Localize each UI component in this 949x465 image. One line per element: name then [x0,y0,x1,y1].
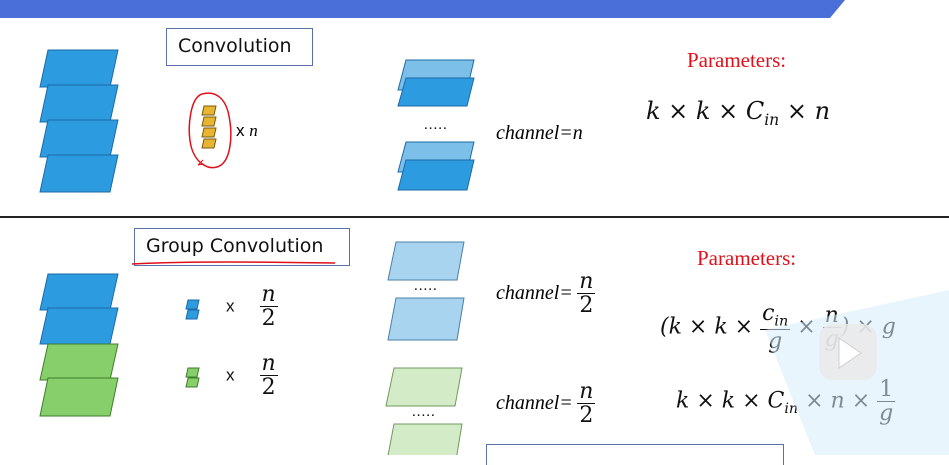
group-output-blue [387,241,465,341]
ellipsis-bottom-1: ..... [414,278,438,294]
kernel-multiplier: x n [236,121,258,140]
group-input-stack [39,273,119,417]
formula-top: k × k × Cin × n [646,97,831,129]
output-layer-light-green [387,423,463,455]
convolution-label-box: Convolution [166,28,313,66]
kernel-block [201,105,217,116]
channel-label-top: channel=n [496,122,583,144]
input-layer-blue [39,307,119,345]
blue-kernel [185,299,200,320]
green-kernel [185,367,200,388]
input-layer [39,84,119,123]
annotation-tick [197,159,205,166]
section-divider [0,216,949,218]
kernel-block [201,116,217,127]
output-layer-light-green [385,367,463,407]
input-layer [39,154,119,193]
params-title-top: Parameters: [687,48,787,72]
output-layer [397,159,475,191]
header-bar [0,0,845,18]
group-convolution-label: Group Convolution [146,235,324,257]
output-layer-light-blue [387,297,465,341]
ellipsis-bottom-2: ..... [412,404,436,420]
output-layer-light-blue [387,241,465,281]
input-layer [39,119,119,158]
input-feature-stack [39,49,119,193]
ellipsis-top: ..... [424,117,448,133]
convolution-label: Convolution [178,35,292,57]
input-layer-green [39,377,119,417]
output-feature-stack [397,59,475,191]
group-output-green [385,367,463,455]
output-layer [397,77,475,107]
input-layer-green [39,343,119,381]
input-layer-blue [39,273,119,311]
red-underline-annotation [131,261,336,265]
video-watermark [765,290,949,455]
kernel-stack [188,92,232,169]
params-title-bottom: Parameters: [697,246,797,270]
kernel-block [201,138,217,149]
red-circle-annotation [188,92,232,169]
kernel-block [201,127,217,138]
group-convolution-label-box: Group Convolution [134,228,350,266]
input-layer [39,49,119,88]
